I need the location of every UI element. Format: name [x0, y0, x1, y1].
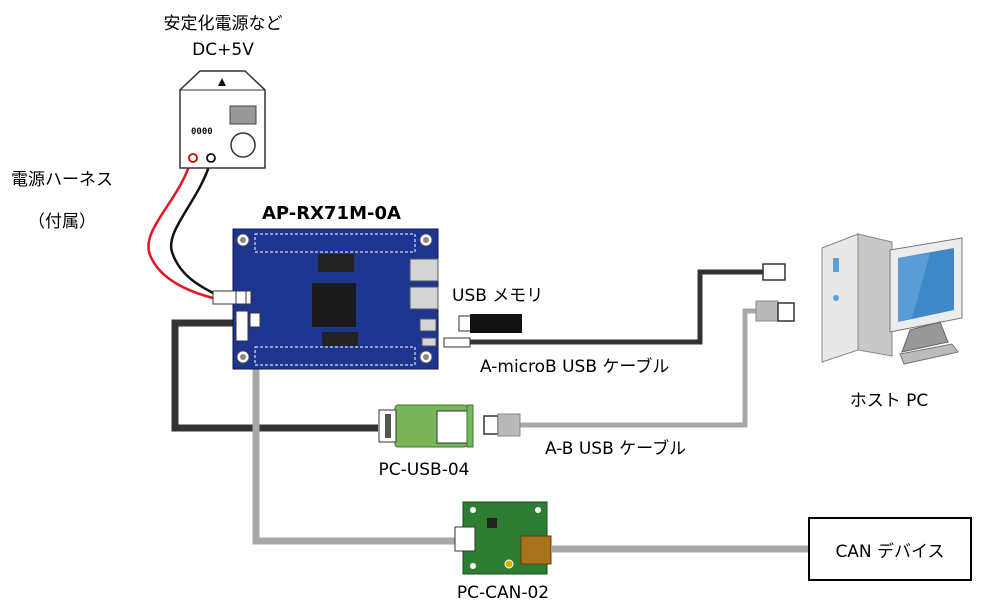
pc-usb-04-board [378, 404, 474, 448]
harness-black-wire [169, 159, 214, 295]
board-to-pcusb-cable [171, 319, 378, 432]
power-supply: 0000 [179, 70, 266, 169]
power-supply-display: 0000 [191, 127, 213, 137]
microb-connector [443, 337, 471, 348]
usb-a-connector-top [762, 263, 786, 281]
board-name: AP-RX71M-0A [262, 203, 401, 224]
ap-rx71m-board [212, 228, 439, 370]
microb-usb-cable [470, 269, 763, 345]
microb-cable-label: A-microB USB ケーブル [480, 357, 670, 377]
harness-red-wire [147, 159, 214, 300]
host-pc [821, 233, 963, 365]
harness-title: 電源ハーネス [11, 170, 113, 190]
can-device-box: CAN デバイス [808, 517, 972, 581]
usb-b-plug [483, 413, 521, 437]
pc-can-02-board [454, 501, 552, 575]
usb-memory-stick [458, 314, 522, 333]
pc-usb-label: PC-USB-04 [378, 460, 470, 480]
host-pc-label: ホスト PC [849, 391, 929, 411]
usb-a-connector-bottom [755, 300, 795, 322]
usb-memory-label: USB メモリ [452, 286, 544, 306]
can-device-label: CAN デバイス [835, 541, 945, 562]
ab-usb-cable [520, 308, 764, 428]
pc-can-label: PC-CAN-02 [456, 583, 550, 603]
board-to-pccan-cable [252, 330, 458, 545]
power-supply-voltage: DC+5V [192, 40, 254, 60]
harness-note: （付属） [28, 212, 96, 232]
ab-cable-label: A-B USB ケーブル [545, 439, 687, 459]
power-supply-title: 安定化電源など [163, 14, 283, 34]
